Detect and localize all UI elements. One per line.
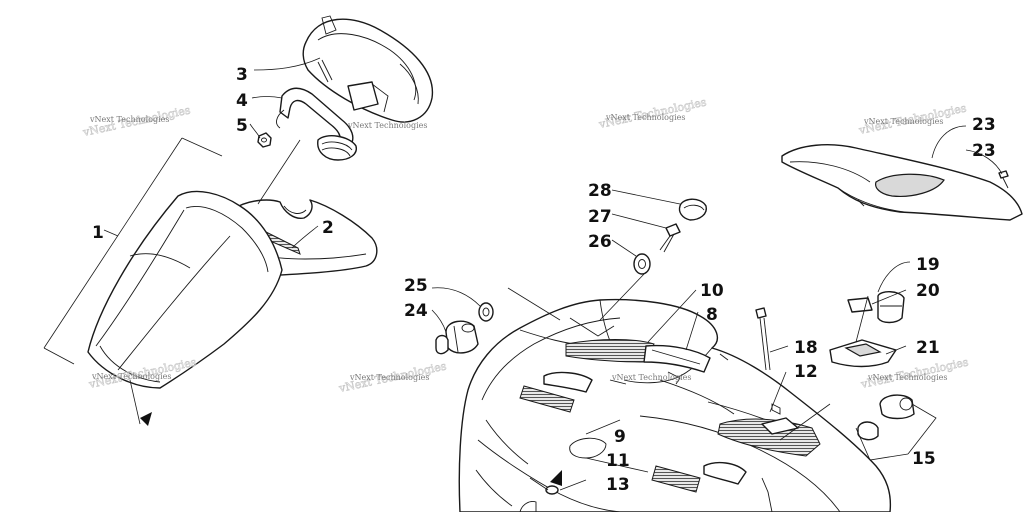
view-arrow-right [550, 470, 562, 486]
callout-13: 13 [606, 475, 630, 495]
watermark: vNext Technologies [347, 121, 427, 130]
callout-28: 25 [404, 276, 428, 296]
callout-21: 21 [916, 338, 940, 358]
watermark: vNext Technologies [349, 373, 429, 382]
callout-19: 19 [916, 255, 940, 275]
watermark: vNext Technologies [867, 373, 947, 382]
callout-2: 2 [322, 218, 334, 238]
callout-12: 12 [794, 362, 818, 382]
callout-8: 8 [706, 305, 718, 325]
callout-24: 24 [404, 301, 428, 321]
callout-1: 1 [92, 223, 104, 243]
watermark: vNext Technologies [605, 113, 685, 122]
view-arrow-left [140, 412, 152, 426]
part-25-grommet [633, 253, 651, 275]
right-leaders [431, 125, 1003, 491]
callout-9: 9 [614, 427, 626, 447]
callout-4: 4 [236, 91, 248, 111]
main-console-body [458, 298, 892, 512]
part-19-switch-cap [847, 297, 873, 313]
part-1-windshield [87, 190, 283, 389]
part-20-switch [877, 291, 905, 324]
callout-26: 27 [588, 207, 612, 227]
callout-27: 28 [588, 181, 612, 201]
callout-25: 26 [588, 232, 612, 252]
part-21-switch-panel [829, 339, 897, 368]
part-3-gauge-housing [302, 15, 434, 123]
watermark: vNext Technologies [863, 117, 943, 126]
part-23-screw [998, 170, 1009, 189]
part-4-mounting-bracket [276, 87, 357, 161]
callout-11: 10 [700, 281, 724, 301]
watermark: vNext Technologies [89, 115, 169, 124]
callout-23: 23 [972, 141, 996, 161]
part-18-screw [755, 307, 771, 371]
part-28-washer [478, 302, 494, 322]
callout-labels: 3 4 5 1 2 28 27 26 25 24 10 8 18 12 9 11… [92, 65, 996, 495]
part-27-cap [678, 198, 707, 221]
callout-20: 20 [916, 281, 940, 301]
watermark: vNext Technologies [611, 373, 691, 382]
left-leaders [43, 57, 321, 425]
part-26-bolt [659, 223, 681, 253]
callout-22: 23 [972, 115, 996, 135]
callout-5: 5 [236, 116, 248, 136]
callout-3: 3 [236, 65, 248, 85]
callout-15: 15 [912, 449, 936, 469]
part-22-upper-cover [781, 144, 1023, 221]
part-24-switch [435, 320, 479, 355]
part-15-outlet [857, 394, 915, 441]
callout-18: 18 [794, 338, 818, 358]
callout-10: 11 [606, 451, 630, 471]
part-5-nut [257, 132, 272, 148]
watermark: vNext Technologies [91, 372, 171, 381]
